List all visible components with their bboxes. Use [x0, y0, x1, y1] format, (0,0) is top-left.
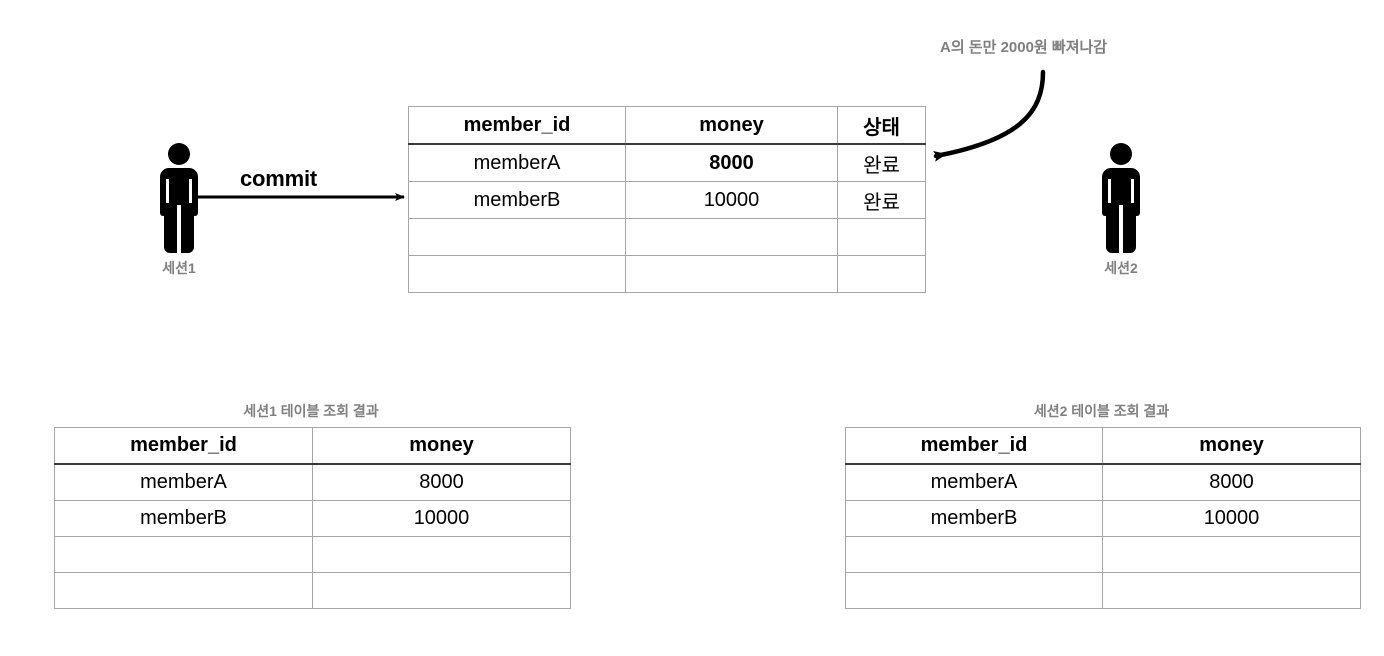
table-header-row: member_id money — [845, 427, 1361, 465]
cell-member-id: memberB — [845, 500, 1103, 537]
cell-money: 10000 — [312, 500, 571, 537]
cell-money — [312, 572, 571, 609]
cell-member-id — [54, 572, 313, 609]
cell-money: 8000 — [1102, 463, 1361, 501]
session1-result-table: member_id money memberA 8000 memberB 100… — [54, 427, 571, 609]
table-header-row: member_id money 상태 — [408, 106, 926, 145]
commit-label: commit — [240, 166, 318, 191]
table-header-row: member_id money — [54, 427, 571, 465]
person-leg-gap — [1119, 205, 1123, 253]
table-row: memberB 10000 — [54, 500, 571, 537]
cell-member-id — [845, 536, 1103, 573]
result-table-1-caption: 세션1 테이블 조회 결과 — [243, 403, 379, 419]
session2-result-table: member_id money memberA 8000 memberB 100… — [845, 427, 1361, 609]
cell-status — [837, 255, 926, 293]
table-row: memberA 8000 — [845, 463, 1361, 501]
annotation-label: A의 돈만 2000원 빠져나감 — [940, 39, 1108, 56]
cell-member-id — [408, 218, 626, 256]
table-row: memberA 8000 완료 — [408, 143, 926, 182]
column-header-member-id: member_id — [408, 106, 626, 145]
session2-person-icon — [1094, 143, 1148, 253]
cell-money — [625, 255, 838, 293]
person-arm-gap-left — [1108, 179, 1111, 209]
cell-status — [837, 218, 926, 256]
table-row — [54, 572, 571, 609]
table-row — [845, 572, 1361, 609]
cell-status: 완료 — [837, 143, 926, 182]
transaction-table: member_id money 상태 memberA 8000 완료 membe… — [408, 106, 926, 293]
cell-member-id — [54, 536, 313, 573]
column-header-status: 상태 — [837, 106, 926, 145]
session2-label: 세션2 — [1104, 260, 1138, 276]
annotation-arrow — [933, 69, 1046, 162]
table-row: memberB 10000 완료 — [408, 181, 926, 219]
person-leg-gap — [177, 205, 181, 253]
cell-money — [1102, 572, 1361, 609]
cell-member-id: memberA — [408, 143, 626, 182]
cell-member-id — [845, 572, 1103, 609]
cell-member-id — [408, 255, 626, 293]
cell-member-id: memberB — [54, 500, 313, 537]
cell-money — [625, 218, 838, 256]
column-header-member-id: member_id — [54, 427, 313, 465]
cell-money: 8000 — [312, 463, 571, 501]
session1-person-icon — [152, 143, 206, 253]
cell-money: 10000 — [1102, 500, 1361, 537]
cell-status: 완료 — [837, 181, 926, 219]
table-row: memberA 8000 — [54, 463, 571, 501]
table-row — [54, 536, 571, 573]
column-header-member-id: member_id — [845, 427, 1103, 465]
cell-money: 10000 — [625, 181, 838, 219]
result-table-2-caption: 세션2 테이블 조회 결과 — [1033, 403, 1170, 419]
column-header-money: money — [625, 106, 838, 145]
cell-member-id: memberA — [54, 463, 313, 501]
session1-label: 세션1 — [162, 260, 196, 276]
person-head — [168, 143, 190, 165]
person-arm-gap-left — [166, 179, 169, 209]
table-row: memberB 10000 — [845, 500, 1361, 537]
table-row — [845, 536, 1361, 573]
column-header-money: money — [1102, 427, 1361, 465]
cell-money — [312, 536, 571, 573]
cell-member-id: memberB — [408, 181, 626, 219]
table-row — [408, 255, 926, 293]
cell-member-id: memberA — [845, 463, 1103, 501]
person-head — [1110, 143, 1132, 165]
cell-money: 8000 — [625, 143, 838, 182]
cell-money — [1102, 536, 1361, 573]
person-arm-gap-right — [1131, 179, 1134, 209]
person-arm-gap-right — [189, 179, 192, 209]
column-header-money: money — [312, 427, 571, 465]
table-row — [408, 218, 926, 256]
